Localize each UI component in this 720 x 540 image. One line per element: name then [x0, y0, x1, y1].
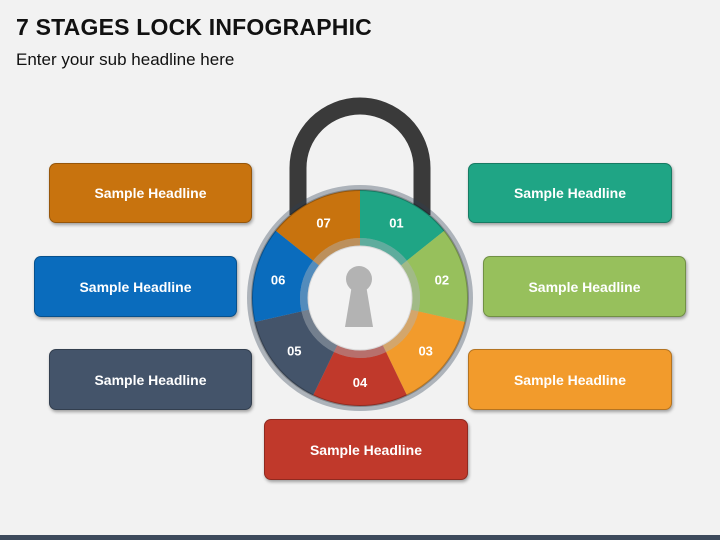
inner-ring	[300, 238, 420, 358]
stage-07-headline-box: Sample Headline	[49, 163, 252, 223]
keyhole-icon	[345, 266, 373, 327]
stage-06-number: 06	[271, 272, 285, 287]
stage-03-headline: Sample Headline	[513, 371, 627, 388]
stage-05-segment	[254, 311, 334, 396]
stage-04-headline-box: Sample Headline	[264, 419, 468, 480]
stage-04-headline: Sample Headline	[309, 441, 423, 458]
footer-bar	[0, 535, 720, 540]
stage-04-number: 04	[353, 375, 368, 390]
stage-02-inner-ring	[400, 260, 420, 312]
stage-04-segment	[313, 352, 407, 406]
stage-01-segment	[360, 190, 445, 261]
stage-07-segment	[275, 190, 360, 261]
stage-07-number: 07	[316, 215, 330, 230]
stage-07-inner-ring	[313, 238, 360, 266]
padlock-shackle-icon	[289, 97, 431, 215]
stage-05-number: 05	[287, 343, 301, 358]
lock-rim	[251, 189, 469, 407]
stage-02-number: 02	[435, 272, 449, 287]
stage-06-headline-box: Sample Headline	[34, 256, 237, 317]
stage-05-headline-box: Sample Headline	[49, 349, 252, 410]
stage-06-segment	[252, 230, 314, 323]
stage-02-headline: Sample Headline	[528, 278, 641, 295]
stage-06-headline: Sample Headline	[79, 278, 192, 295]
stage-01-inner-ring	[360, 238, 407, 266]
stage-segments	[251, 189, 469, 407]
stage-03-number: 03	[418, 343, 432, 358]
stage-06-inner-ring	[300, 260, 320, 312]
stage-01-number: 01	[389, 215, 403, 230]
stage-03-headline-box: Sample Headline	[468, 349, 672, 410]
stage-04-inner-ring	[333, 344, 387, 358]
stage-number-labels: 01 02 03 04 05 06 07	[271, 215, 449, 390]
page-title: 7 STAGES LOCK INFOGRAPHIC	[16, 14, 372, 40]
page-subtitle: Enter your sub headline here	[16, 50, 235, 69]
stage-01-headline-box: Sample Headline	[468, 163, 672, 223]
stage-02-headline-box: Sample Headline	[483, 256, 686, 317]
stage-02-segment	[406, 230, 468, 323]
stage-05-headline: Sample Headline	[94, 371, 207, 388]
stage-01-headline: Sample Headline	[513, 185, 627, 201]
stage-07-headline: Sample Headline	[94, 185, 207, 201]
stage-03-segment	[386, 311, 466, 396]
